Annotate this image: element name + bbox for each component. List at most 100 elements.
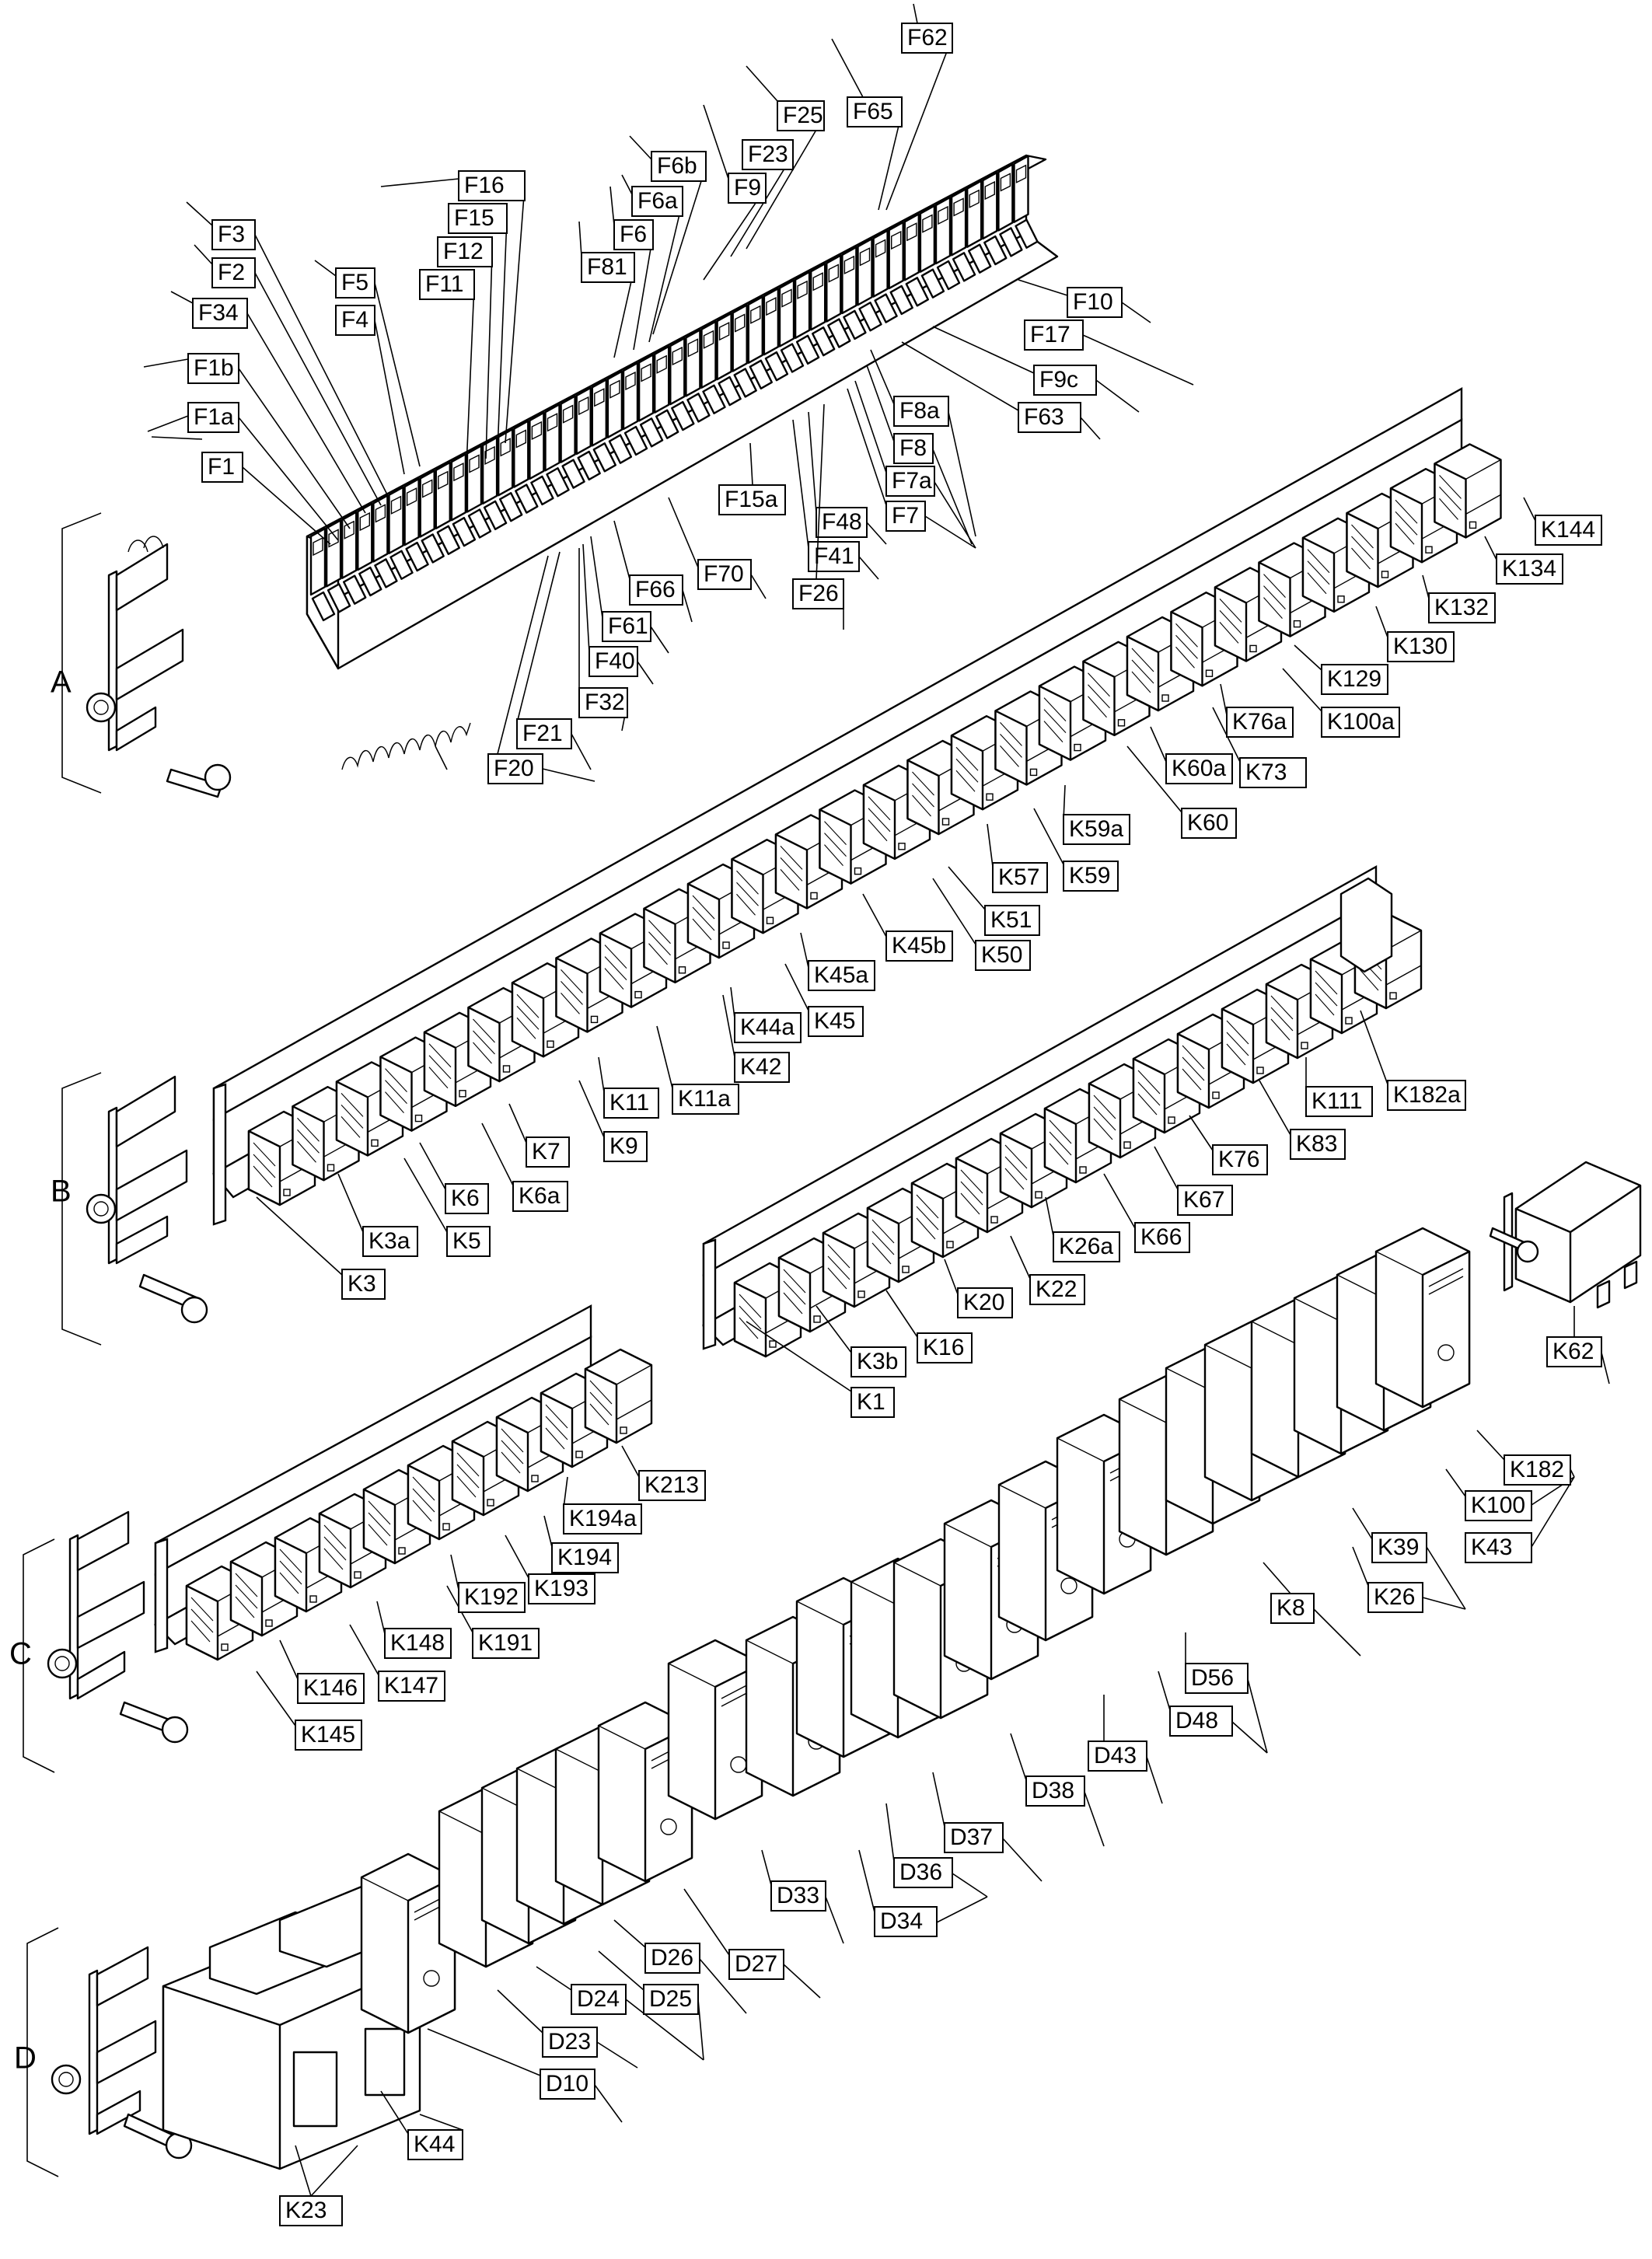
relay-rail-b-lower <box>702 864 1423 1358</box>
callout-k100: K100 <box>1445 1468 1575 1521</box>
callout-f62: F62 <box>885 3 953 211</box>
svg-text:F66: F66 <box>635 577 676 602</box>
svg-text:K45: K45 <box>814 1008 855 1034</box>
callout-k134: K134 <box>1484 536 1563 585</box>
relay-unit <box>247 1110 316 1206</box>
svg-text:K42: K42 <box>740 1054 781 1080</box>
callout-k213: K213 <box>621 1445 706 1501</box>
svg-text:K100a: K100a <box>1327 709 1395 735</box>
svg-text:F9: F9 <box>734 175 761 201</box>
callout-k148: K148 <box>376 1601 452 1659</box>
svg-text:F7a: F7a <box>892 468 932 494</box>
svg-text:F16: F16 <box>464 173 505 198</box>
svg-text:F34: F34 <box>198 300 239 326</box>
svg-text:F17: F17 <box>1030 322 1070 347</box>
callout-f9c: F9c <box>932 326 1140 413</box>
relay-rail-c <box>154 1304 653 1661</box>
callout-k3b: K3b <box>816 1305 906 1377</box>
callout-d36: D36 <box>885 1803 988 1898</box>
fuse-module <box>341 511 367 605</box>
svg-text:K26: K26 <box>1374 1584 1415 1610</box>
svg-text:D33: D33 <box>777 1883 819 1908</box>
callout-k130: K130 <box>1375 606 1455 662</box>
callout-f34: F34 <box>170 291 366 514</box>
fuse-module <box>997 163 1023 257</box>
callout-d37: D37 <box>932 1772 1043 1882</box>
fuse-module <box>372 494 398 588</box>
callout-k144: K144 <box>1523 497 1602 546</box>
svg-text:F8a: F8a <box>899 398 940 424</box>
svg-text:K39: K39 <box>1378 1535 1419 1560</box>
fuse-module <box>450 452 477 547</box>
svg-text:K1: K1 <box>857 1389 885 1415</box>
fuse-module <box>325 519 351 613</box>
svg-text:K129: K129 <box>1327 666 1381 692</box>
fuse-module <box>857 238 882 332</box>
callout-f5: F5 <box>314 260 421 467</box>
callout-k57: K57 <box>987 823 1048 893</box>
relay-k62 <box>1489 1161 1642 1309</box>
svg-text:F21: F21 <box>522 721 563 746</box>
svg-text:K134: K134 <box>1502 556 1556 581</box>
callout-f23: F23 <box>730 139 794 257</box>
fuse-module <box>872 229 898 323</box>
callout-f12: F12 <box>437 236 493 459</box>
svg-text:K60a: K60a <box>1172 756 1226 781</box>
fuse-module <box>903 213 929 307</box>
callout-f8: F8 <box>866 365 973 545</box>
callout-d56: D56 <box>1185 1632 1268 1754</box>
callout-f25: F25 <box>746 65 825 250</box>
relay-unit <box>379 1036 448 1132</box>
module-unit <box>360 1852 456 2034</box>
svg-text:D38: D38 <box>1032 1778 1074 1803</box>
svg-text:D56: D56 <box>1191 1665 1234 1691</box>
svg-text:F6b: F6b <box>657 153 697 179</box>
svg-text:D43: D43 <box>1094 1743 1137 1768</box>
fuse-module <box>654 345 679 439</box>
callout-f2: F2 <box>194 244 382 506</box>
svg-text:K22: K22 <box>1036 1276 1077 1302</box>
svg-text:K76: K76 <box>1218 1147 1259 1172</box>
svg-text:K192: K192 <box>464 1584 519 1610</box>
svg-text:K9: K9 <box>609 1133 638 1159</box>
callout-k67: K67 <box>1154 1146 1233 1216</box>
callout-f32: F32 <box>578 548 628 731</box>
svg-text:K144: K144 <box>1541 517 1595 543</box>
callout-f6b: F6b <box>629 135 707 335</box>
fuse-module <box>685 329 711 423</box>
svg-text:K145: K145 <box>301 1722 355 1747</box>
svg-text:K44a: K44a <box>740 1014 795 1040</box>
fuse-module <box>466 445 492 539</box>
fuse-module <box>622 361 648 456</box>
fuse-module <box>529 411 554 506</box>
callout-k8: K8 <box>1263 1562 1361 1657</box>
svg-text:F81: F81 <box>587 254 627 280</box>
callout-d10: D10 <box>427 2028 623 2123</box>
spring-coil <box>341 722 471 770</box>
svg-text:F65: F65 <box>853 99 893 124</box>
svg-text:K132: K132 <box>1434 595 1489 620</box>
svg-text:K60: K60 <box>1187 810 1228 836</box>
svg-text:F20: F20 <box>494 756 534 781</box>
callout-f81: F81 <box>578 221 635 358</box>
svg-text:K111: K111 <box>1311 1088 1363 1114</box>
svg-text:F7: F7 <box>892 503 919 529</box>
callout-k22: K22 <box>1010 1235 1085 1305</box>
callout-f1: F1 <box>151 436 331 545</box>
svg-text:F15a: F15a <box>725 487 778 512</box>
svg-text:F25: F25 <box>783 103 823 128</box>
callout-k45b: K45b <box>862 893 953 962</box>
fuse-module <box>747 295 773 389</box>
callout-f63: F63 <box>901 341 1101 440</box>
svg-text:K26a: K26a <box>1059 1234 1113 1259</box>
callout-k26a: K26a <box>1045 1196 1120 1262</box>
svg-text:K51: K51 <box>990 907 1032 933</box>
callout-k59a: K59a <box>1063 784 1130 845</box>
callout-k111: K111 <box>1305 1057 1373 1117</box>
svg-text:K3a: K3a <box>368 1228 410 1254</box>
svg-text:K44: K44 <box>414 2132 455 2157</box>
callout-f3: F3 <box>186 201 389 498</box>
svg-text:K66: K66 <box>1140 1224 1182 1250</box>
svg-text:F6: F6 <box>620 222 647 247</box>
callout-d27: D27 <box>683 1888 821 1999</box>
